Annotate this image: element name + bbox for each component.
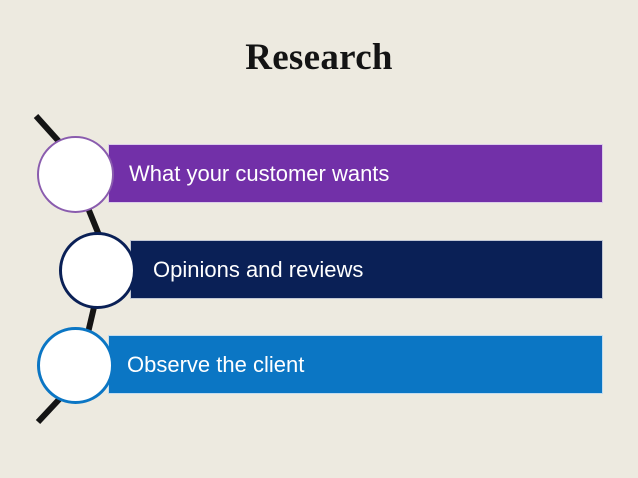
step-label-2: Opinions and reviews <box>153 256 364 282</box>
step-bar-3[interactable]: Observe the client <box>108 335 603 394</box>
page-title: Research <box>245 37 393 78</box>
step-label-3: Observe the client <box>127 351 305 377</box>
step-bar-2[interactable]: Opinions and reviews <box>130 240 603 299</box>
step-node-circle-1[interactable] <box>37 136 114 213</box>
step-label-1: What your customer wants <box>129 160 390 186</box>
step-node-circle-2[interactable] <box>59 232 136 309</box>
step-bar-1[interactable]: What your customer wants <box>108 144 603 203</box>
step-node-circle-3[interactable] <box>37 327 114 404</box>
